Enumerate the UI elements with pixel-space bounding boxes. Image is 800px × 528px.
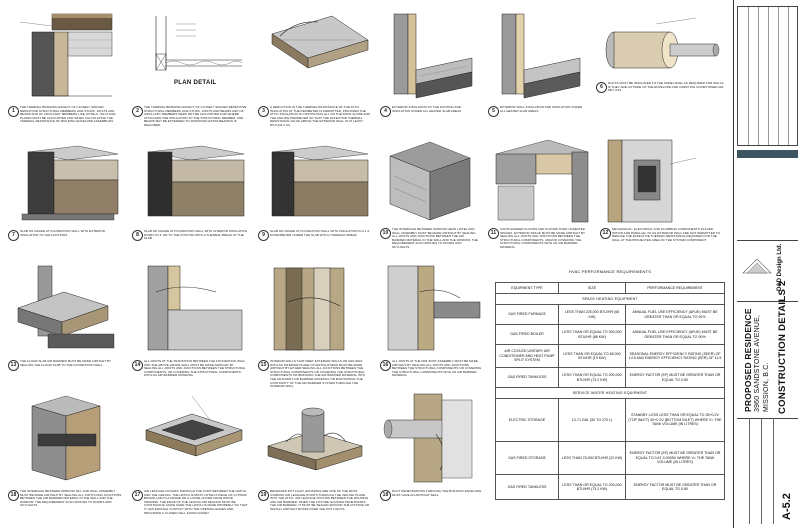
detail-18b-illustration [380,390,484,486]
project-title: PROPOSED RESIDENCE [743,308,753,412]
table-cell: ANNUAL FUEL USE EFFICIENCY (AFUE) MUST B… [625,304,725,325]
sheet-info: A-5.2 [737,418,798,524]
table-cell: LESS THAN 75,000 BTU/HR (22 KW) [558,441,626,475]
project-address: 3960 SANDSTONE AVENUE, [754,314,761,412]
table-cell: GAS FIRED TANKLESS [495,367,559,388]
firm-logo-area: D&D Design Ltd. [737,240,798,302]
detail-3-illustration [258,10,372,102]
firm-logo-icon [742,258,772,274]
table-section-title: SPACE HEATING EQUIPMENT [495,293,725,305]
table-cell: LESS THAN OR EQUAL TO 200,000 BTU/HR (73… [558,367,626,388]
table-cell: LESS THAN 225,000 BTU/HR (66 KW) [558,304,626,325]
detail-2-illustration [132,10,250,102]
revision-table [737,6,798,146]
table-cell: ENERGY FACTOR MUST BE GREATER THAN OR EQ… [625,474,725,500]
detail-5-illustration [488,10,588,102]
table-cell: ANNUAL FUEL USE EFFICIENCY (AFUE) MUST B… [625,324,725,345]
table-cell: ELECTRIC STORAGE [495,398,559,442]
table-section-title: SERVICE WATER HEATING EQUIPMENT [495,387,725,399]
detail-12-illustration [600,136,726,224]
detail-6-illustration [596,10,726,82]
table-cell: 13-71 GAL (50 TO 270 L) [558,398,626,442]
detail-4-illustration [380,10,480,102]
col-performance: PERFORMANCE REQUIREMENT [625,282,725,294]
hvac-performance-table: EQUIPMENT TYPE SIZE PERFORMANCE REQUIREM… [495,282,725,500]
detail-7-illustration [8,144,124,224]
detail-13-illustration [8,262,124,354]
table-row: ELECTRIC STORAGE 13-71 GAL (50 TO 270 L)… [495,398,725,442]
table-cell: LESS THAN OR EQUAL TO 300,000 BTU/HR (88… [558,324,626,345]
table-row: GAS FIRED BOILER LESS THAN OR EQUAL TO 3… [495,324,725,345]
table-row: GAS FIRED TANKLESS LESS THAN OR EQUAL TO… [495,367,725,388]
table-row: GAS FIRED TANKLESS LESS THAN OR EQUAL TO… [495,474,725,500]
detail-11-illustration [488,136,592,224]
table-cell: LESS THAN OR EQUAL TO 200,000 BTU/HR (73… [558,474,626,500]
table-cell: GAS FIRED TANKLESS [495,474,559,500]
sheet-number: A-5.2 [781,493,793,520]
detail-18a-illustration [8,390,124,486]
plan-detail-caption: PLAN DETAIL [174,80,217,86]
table-cell: GAS FIRED BOILER [495,324,559,345]
detail-9-illustration [258,144,372,224]
table-cell: SEASONAL ENERGY EFFICIENCY RATING (SEER)… [625,344,725,368]
detail-10-illustration [380,136,480,224]
table-row: GAS FIRED STORAGE LESS THAN 75,000 BTU/H… [495,441,725,475]
detail-16-illustration [380,262,484,354]
table-cell: GAS FIRED STORAGE [495,441,559,475]
col-equipment-type: EQUIPMENT TYPE [495,282,559,294]
detail-1-illustration [8,10,124,102]
table-cell: ENERGY FACTOR (EF) MUST BE GREATER THAN … [625,367,725,388]
table-cell: LESS THAN OR EQUAL TO 65,000 BTU/HR (19 … [558,344,626,368]
detail-8-illustration [132,144,250,224]
detail-15-illustration [258,262,372,354]
table-row: AIR COOLED UNITARY AIR CONDITIONER AND H… [495,344,725,368]
table-cell: STANDBY LOSS LESS THAN OR EQUAL TO 35+0.… [625,398,725,442]
detail-17-illustration [132,390,250,486]
table-row: GAS FIRED FURNACE LESS THAN 225,000 BTU/… [495,304,725,325]
project-info: PROPOSED RESIDENCE 3960 SANDSTONE AVENUE… [737,280,798,419]
sheet-title: CONSTRUCTION DETAILS 2 [777,280,788,414]
hvac-table-title: HVAC PERFORMANCE REQUIREMENTS [568,269,652,274]
project-city: MISSION, B.C. [763,362,770,412]
table-cell: ENERGY FACTOR (EF) MUST BE GREATER THAN … [625,441,725,475]
col-size: SIZE [558,282,626,294]
table-cell: AIR COOLED UNITARY AIR CONDITIONER AND H… [495,344,559,368]
title-block: CASSIDI DESIGNS 2.4 D&D Design Ltd. PROP… [733,0,800,528]
issue-band: CASSIDI DESIGNS 2.4 [737,150,798,162]
table-cell: GAS FIRED FURNACE [495,304,559,325]
detail-14-illustration [132,262,250,354]
detail-19-illustration [258,390,372,486]
